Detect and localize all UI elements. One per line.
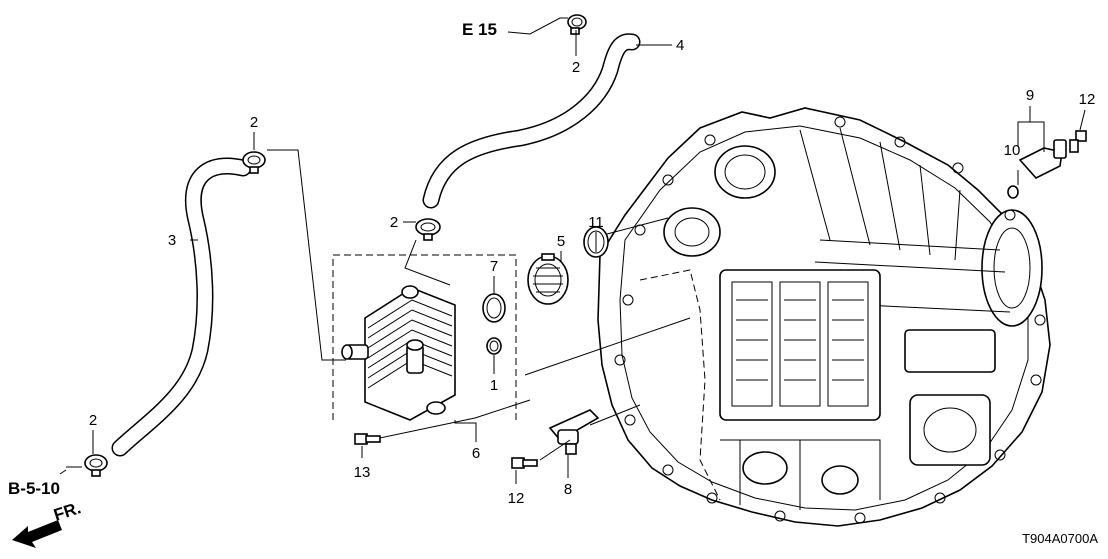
callout-2-upper-left: 2 (250, 114, 258, 131)
callout-12-upper: 12 (1079, 91, 1096, 108)
callout-1: 1 (490, 377, 498, 394)
front-label: FR. (51, 498, 83, 525)
callout-12-lower: 12 (508, 490, 525, 507)
bolt-12-upper (1069, 130, 1087, 153)
callout-7: 7 (490, 258, 498, 275)
group-bracket-9 (1017, 106, 1045, 152)
callout-2-lower-left: 2 (89, 412, 97, 429)
diagram-code: T904A0700A (1022, 531, 1098, 546)
callout-9: 9 (1026, 87, 1034, 104)
strainer-5 (527, 253, 569, 305)
o-ring-7-inner (486, 297, 502, 319)
callout-labels: 2 4 2 3 2 7 5 11 1 6 2 13 12 8 9 10 12 (89, 37, 1096, 507)
callout-3: 3 (168, 232, 176, 249)
hose-clamp-middle (415, 218, 441, 241)
bolt-13 (354, 433, 381, 445)
callout-11: 11 (588, 214, 604, 231)
hose-4 (422, 33, 641, 209)
o-ring-1 (486, 337, 502, 355)
o-ring-1-inner (489, 340, 499, 352)
oil-cooler (341, 285, 456, 421)
reference-b-5-10[interactable]: B-5-10 (8, 479, 60, 498)
o-ring-10 (1007, 185, 1019, 199)
hose-clamp-upper-left (242, 151, 266, 174)
callout-10: 10 (1004, 142, 1021, 159)
speed-sensor-8 (548, 409, 600, 455)
reference-e15[interactable]: E 15 (462, 20, 497, 39)
group-bracket-6 (332, 254, 517, 420)
hose-3 (111, 157, 252, 457)
bolt-12-lower (511, 457, 538, 469)
leader-6 (454, 420, 477, 442)
hose-clamp-top (567, 14, 587, 35)
callout-6: 6 (472, 445, 480, 462)
callout-5: 5 (557, 233, 565, 250)
callout-8: 8 (564, 481, 572, 498)
callout-2-top: 2 (572, 59, 580, 76)
front-arrow-icon (12, 520, 62, 548)
callout-4: 4 (676, 37, 684, 54)
callout-13: 13 (354, 464, 371, 481)
speed-sensor-9 (1018, 139, 1067, 179)
hose-clamp-lower-left (84, 454, 108, 477)
leader-lines (59, 17, 1086, 484)
transmission-case (597, 107, 1051, 527)
callout-2-middle: 2 (390, 214, 398, 231)
o-ring-11-inner (587, 230, 605, 254)
